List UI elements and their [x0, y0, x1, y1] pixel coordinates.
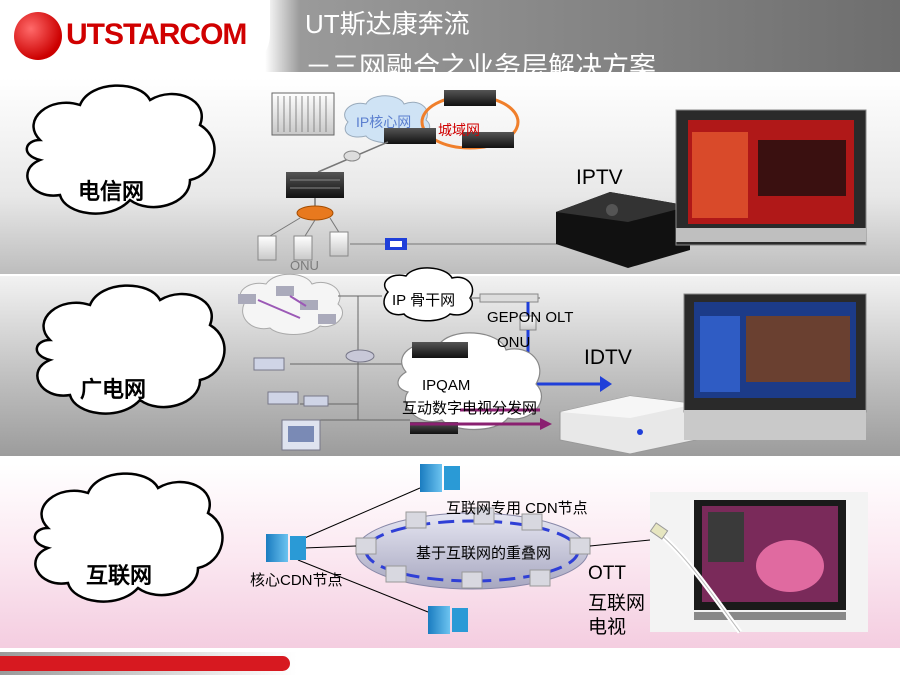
optical-splitter-icon — [296, 205, 334, 221]
internet-cloud-icon — [33, 472, 224, 603]
iptv-television-icon — [675, 109, 867, 246]
dedicated-cdn-label: 互联网专用 CDN节点 — [446, 500, 588, 517]
onu-device-icon — [257, 231, 349, 261]
page-title-line1: UT斯达康奔流 — [305, 9, 470, 39]
edge-device-icon — [253, 357, 329, 407]
telecom-cloud-label: 电信网 — [78, 179, 145, 204]
metro-label: 城域网 — [438, 122, 480, 138]
ott-label: OTT — [588, 563, 626, 584]
telecom-onu-label: ONU — [290, 258, 319, 273]
dedicated-cdn-node-icon — [420, 464, 460, 492]
page-title-line2: －三网融合之业务层解决方案 — [305, 52, 656, 82]
fiber-connector-icon — [385, 238, 407, 250]
headend-device-icon — [281, 419, 321, 451]
internet-cloud-label: 互联网 — [86, 563, 153, 588]
iptv-set-top-box-icon — [556, 192, 690, 268]
distribution-net-label: 互动数字电视分发网 — [402, 400, 538, 417]
core-cdn-label: 核心CDN节点 — [250, 572, 343, 589]
broadcast-cloud-label: 广电网 — [80, 377, 147, 402]
edge-node-icon — [355, 507, 591, 589]
footer-accent — [0, 656, 290, 671]
gepon-olt-icon — [479, 293, 539, 303]
core-router-rack-icon — [271, 92, 335, 136]
metro-switch-icon — [384, 90, 514, 148]
overlay-net-label: 基于互联网的重叠网 — [416, 545, 552, 562]
gepon-olt-label: GEPON OLT — [487, 309, 574, 326]
router-icon — [345, 349, 375, 363]
ip-backbone-label: IP 骨干网 — [392, 292, 456, 309]
broadcast-cloud-icon — [35, 284, 226, 415]
logo-text: UTSTARCOM — [66, 18, 247, 51]
logo-mark-icon — [14, 12, 62, 60]
telecom-cloud-icon — [25, 84, 216, 215]
internet-tv-label-line2: 电视 — [588, 617, 627, 638]
iptv-label: IPTV — [576, 166, 623, 189]
olt-chassis-icon — [286, 172, 344, 198]
broadcast-onu-label: ONU — [497, 334, 531, 351]
hfc-network-cloud-icon — [238, 273, 343, 335]
link-connector-icon — [343, 150, 361, 162]
idtv-set-top-box-icon — [559, 395, 697, 455]
ipqam-label: IPQAM — [422, 377, 471, 394]
idtv-television-icon — [683, 293, 867, 440]
ott-television-icon — [694, 500, 846, 620]
ip-core-label: IP核心网 — [356, 114, 412, 130]
core-cdn-node-icon — [266, 534, 306, 562]
internet-tv-label-line1: 互联网 — [588, 593, 646, 614]
dedicated-cdn-node-icon — [428, 606, 468, 634]
idtv-label: IDTV — [584, 346, 632, 369]
ethernet-cable-icon — [649, 522, 743, 634]
